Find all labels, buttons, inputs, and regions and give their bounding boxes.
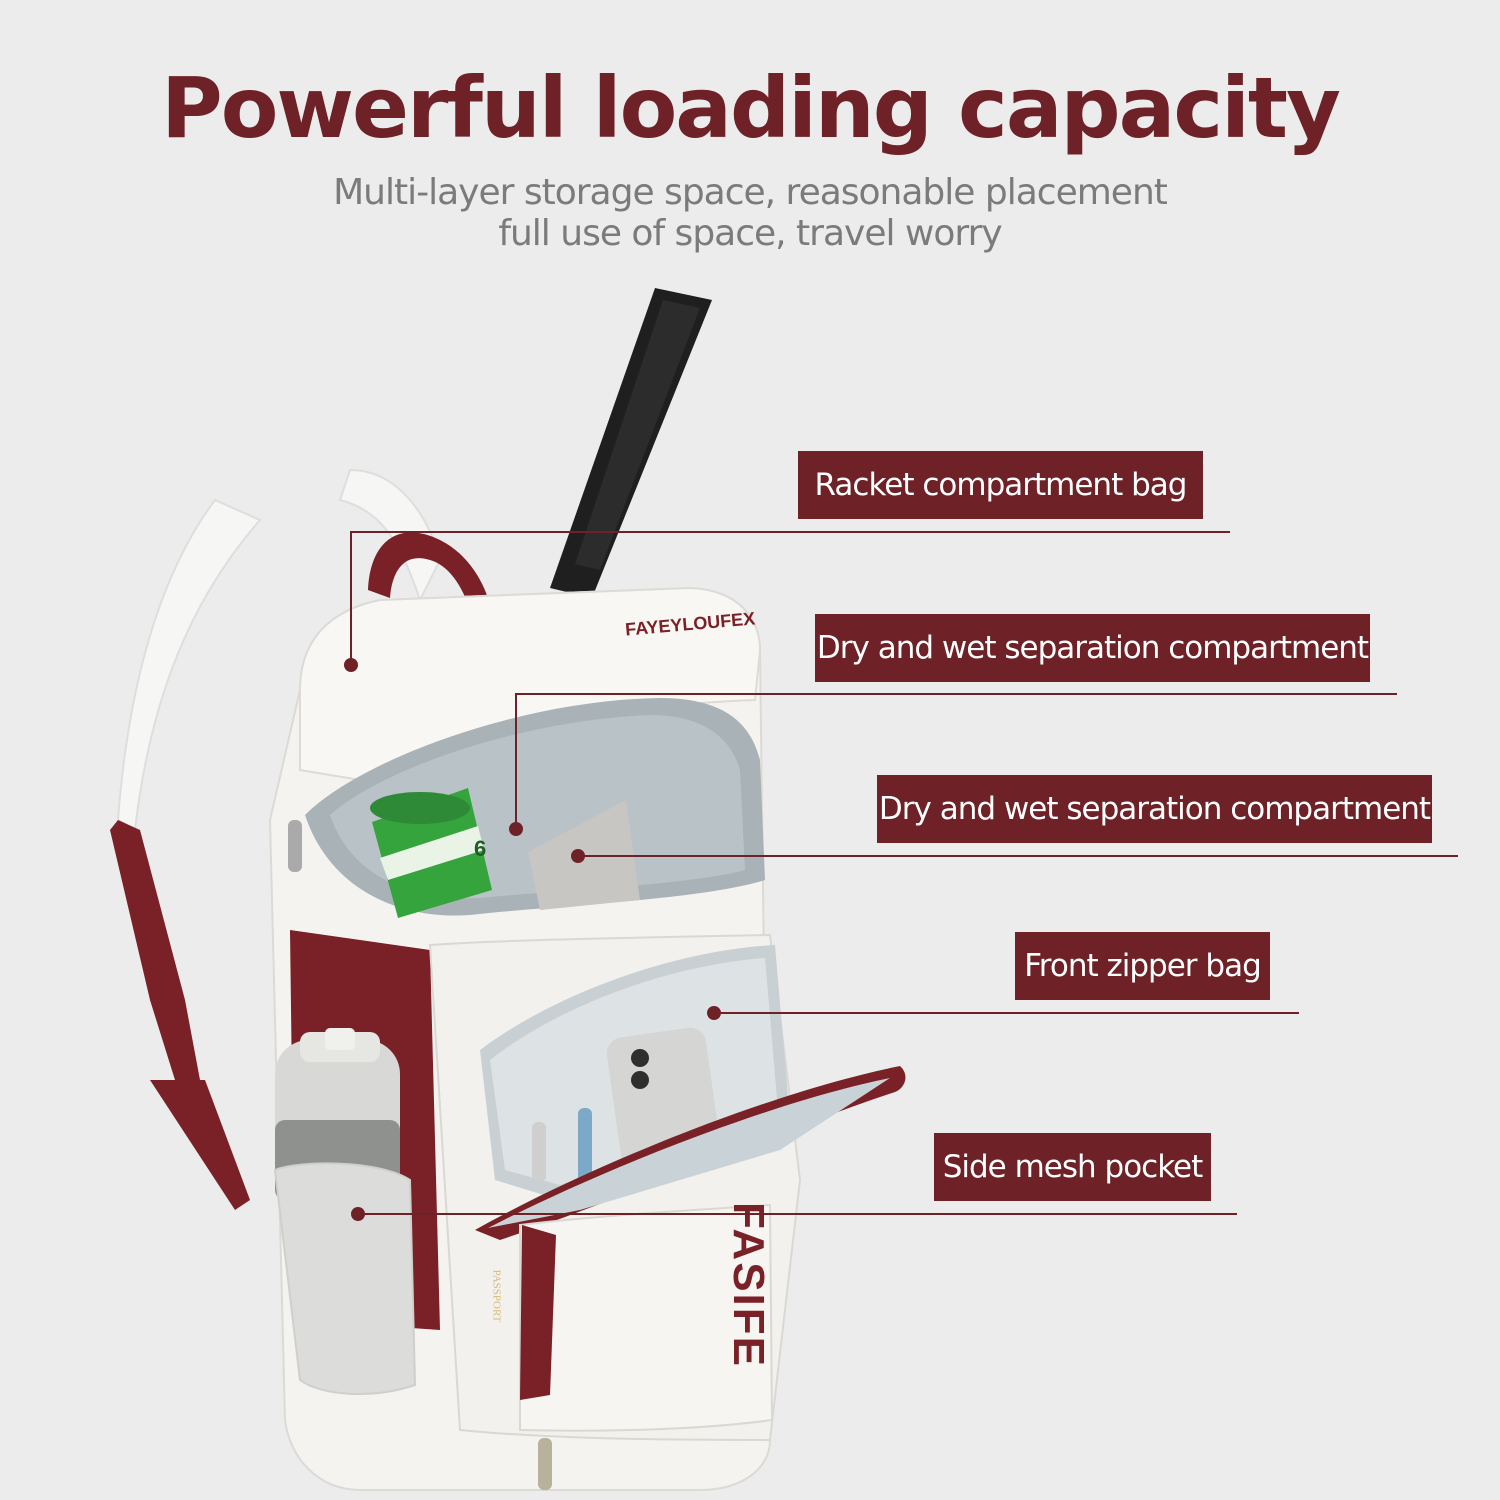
callout-dot — [707, 1006, 721, 1020]
callout-line — [357, 1213, 1237, 1215]
callout-dot — [571, 849, 585, 863]
mesh-pocket — [273, 1162, 417, 1396]
passport — [520, 1225, 556, 1400]
callout-racket-compartment: Racket compartment bag — [798, 451, 1203, 519]
right-shoulder-strap — [338, 468, 442, 603]
top-handle — [368, 532, 490, 610]
callout-dot — [509, 822, 523, 836]
callout-dot — [351, 1207, 365, 1221]
pen — [532, 1122, 546, 1182]
passport-text: PASSPORT — [490, 1269, 503, 1323]
left-shoulder-strap — [116, 498, 262, 832]
front-print: FASIFE — [724, 1201, 774, 1369]
zipper-pull — [538, 1438, 552, 1490]
zipper-pull — [288, 820, 302, 872]
callout-dry-wet-1: Dry and wet separation compartment — [815, 614, 1370, 682]
callout-side-mesh: Side mesh pocket — [934, 1133, 1211, 1201]
racket-handle — [550, 288, 712, 598]
callout-line — [350, 531, 352, 666]
callout-line — [350, 531, 1230, 533]
callout-dry-wet-2: Dry and wet separation compartment — [877, 775, 1432, 843]
callout-line — [515, 693, 1397, 695]
callout-front-zipper: Front zipper bag — [1015, 932, 1270, 1000]
subtitle-line-2: full use of space, travel worry — [498, 213, 1002, 254]
callout-line — [515, 693, 517, 829]
bottle-number: 6 — [474, 836, 487, 861]
green-canister — [370, 788, 492, 918]
callout-line — [578, 855, 1458, 857]
subtitle-line-1: Multi-layer storage space, reasonable pl… — [333, 172, 1168, 213]
page-title: Powerful loading capacity — [161, 59, 1341, 157]
callout-line — [713, 1012, 1299, 1014]
callout-dot — [344, 658, 358, 672]
